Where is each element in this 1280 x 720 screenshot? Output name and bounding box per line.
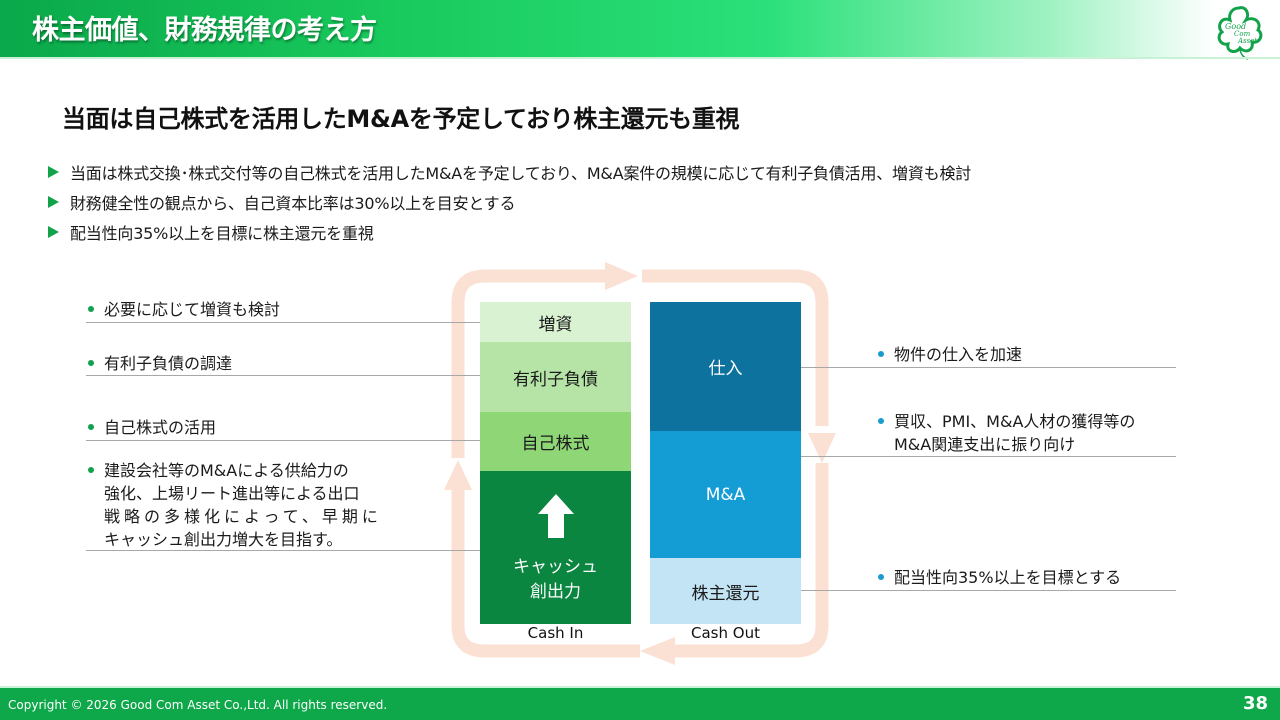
note-text: 有利子負債の調達 bbox=[104, 354, 233, 373]
connector-line bbox=[801, 590, 1176, 591]
left-note-debt: 有利子負債の調達 bbox=[88, 352, 232, 375]
bullet-item: 配当性向35%以上を目標に株主還元を重視 bbox=[48, 217, 971, 247]
dot-bullet-icon bbox=[878, 350, 884, 357]
header-divider bbox=[0, 57, 1280, 59]
dot-bullet-icon bbox=[878, 573, 884, 580]
dot-bullet-icon bbox=[878, 417, 884, 424]
cash-cycle-loop bbox=[444, 262, 836, 665]
triangle-bullet-icon bbox=[48, 166, 59, 178]
loop-bottom-right bbox=[670, 463, 829, 658]
footer-divider bbox=[0, 686, 1280, 688]
loop-top-left bbox=[451, 269, 608, 458]
right-note-m-and-a: 買収、PMI、M&A人材の獲得等の M&A関連支出に振り向け bbox=[878, 410, 1135, 456]
dot-bullet-icon bbox=[88, 359, 94, 366]
segment-label: M&A bbox=[705, 484, 746, 505]
bullet-text: 当面は株式交換･株式交付等の自己株式を活用したM&Aを予定しており、M&A案件の… bbox=[70, 164, 972, 183]
note-text-line: 買収、PMI、M&A人材の獲得等の bbox=[894, 412, 1136, 431]
segment-label: 有利子負債 bbox=[513, 369, 598, 390]
note-text-line: キャッシュ創出力増大を目指す。 bbox=[104, 530, 343, 549]
segment-label: 増資 bbox=[538, 314, 573, 335]
company-logo-icon: Good Com Asset bbox=[1217, 6, 1263, 60]
segment-treasury-stock: 自己株式 bbox=[480, 412, 631, 471]
loop-arrow-right-icon bbox=[605, 262, 638, 290]
connector-line bbox=[86, 440, 480, 441]
segment-purchasing: 仕入 bbox=[650, 302, 801, 431]
note-text: 必要に応じて増資も検討 bbox=[104, 300, 281, 319]
logo-text-com: Com bbox=[1234, 30, 1251, 38]
header-bar: 株主価値、財務規律の考え方 Good Com Asset bbox=[0, 0, 1280, 60]
loop-arrow-down-icon bbox=[808, 433, 836, 463]
bullet-text: 財務健全性の観点から、自己資本比率は30%以上を目安とする bbox=[70, 194, 516, 213]
segment-label-line2: 創出力 bbox=[530, 581, 581, 602]
triangle-bullet-icon bbox=[48, 196, 59, 208]
cash-out-column: 仕入 M&A 株主還元 bbox=[650, 302, 801, 624]
logo-text-good: Good bbox=[1225, 22, 1246, 31]
bullet-text: 配当性向35%以上を目標に株主還元を重視 bbox=[70, 224, 374, 243]
segment-shareholder-return: 株主還元 bbox=[650, 558, 801, 624]
triangle-bullet-icon bbox=[48, 226, 59, 238]
loop-arrow-left-icon bbox=[640, 637, 675, 665]
note-text-line: 建設会社等のM&Aによる供給力の bbox=[104, 461, 349, 480]
segment-label: 仕入 bbox=[708, 359, 743, 379]
loop-arrow-up-icon bbox=[444, 460, 472, 490]
connector-line bbox=[86, 550, 480, 551]
left-note-cash-generation: 建設会社等のM&Aによる供給力の 強化、上場リート進出等による出口 戦略の多様化… bbox=[88, 459, 382, 551]
dot-bullet-icon bbox=[88, 305, 94, 312]
right-note-purchasing: 物件の仕入を加速 bbox=[878, 343, 1022, 366]
connector-line bbox=[86, 375, 480, 376]
dot-bullet-icon bbox=[88, 423, 94, 430]
segment-label: 株主還元 bbox=[691, 583, 760, 604]
copyright-text: Copyright © 2026 Good Com Asset Co.,Ltd.… bbox=[8, 698, 388, 712]
right-note-shareholder-return: 配当性向35%以上を目標とする bbox=[878, 566, 1121, 589]
bullet-item: 財務健全性の観点から、自己資本比率は30%以上を目安とする bbox=[48, 187, 971, 217]
dot-bullet-icon bbox=[88, 466, 94, 473]
segment-label-line1: キャッシュ bbox=[513, 556, 598, 577]
connector-line bbox=[801, 367, 1176, 368]
note-text: 物件の仕入を加速 bbox=[894, 345, 1023, 364]
page-title: 株主価値、財務規律の考え方 bbox=[32, 15, 377, 46]
left-note-treasury-stock: 自己株式の活用 bbox=[88, 416, 216, 439]
loop-top-right bbox=[642, 269, 829, 426]
segment-interest-bearing-debt: 有利子負債 bbox=[480, 342, 631, 412]
segment-m-and-a: M&A bbox=[650, 431, 801, 558]
note-text-line: M&A関連支出に振り向け bbox=[894, 435, 1076, 454]
left-note-capital-increase: 必要に応じて増資も検討 bbox=[88, 298, 280, 321]
bullet-list: 当面は株式交換･株式交付等の自己株式を活用したM&Aを予定しており、M&A案件の… bbox=[48, 157, 971, 247]
slide-subtitle: 当面は自己株式を活用したM&Aを予定しており株主還元も重視 bbox=[62, 105, 740, 133]
cash-in-column: 増資 有利子負債 自己株式 キャッシュ 創出力 bbox=[480, 302, 631, 624]
segment-cash-generation: キャッシュ 創出力 bbox=[480, 471, 631, 624]
segment-label: 自己株式 bbox=[521, 434, 590, 454]
connector-line bbox=[801, 456, 1176, 457]
up-arrow-icon bbox=[537, 493, 574, 538]
bullet-item: 当面は株式交換･株式交付等の自己株式を活用したM&Aを予定しており、M&A案件の… bbox=[48, 157, 971, 187]
note-text-line: 強化、上場リート進出等による出口 bbox=[104, 484, 360, 503]
note-text: 自己株式の活用 bbox=[104, 418, 217, 437]
logo-text-asset: Asset bbox=[1237, 37, 1257, 45]
segment-capital-increase: 増資 bbox=[480, 302, 631, 342]
note-text-line: 戦略の多様化によって、早期に bbox=[104, 507, 382, 526]
page-number: 38 bbox=[1242, 693, 1268, 714]
footer-bar: Copyright © 2026 Good Com Asset Co.,Ltd.… bbox=[0, 688, 1280, 720]
cash-in-label: Cash In bbox=[527, 624, 584, 642]
note-text: 配当性向35%以上を目標とする bbox=[894, 568, 1122, 587]
loop-bottom-left bbox=[451, 490, 640, 658]
connector-line bbox=[86, 322, 480, 323]
cash-out-label: Cash Out bbox=[691, 624, 760, 642]
